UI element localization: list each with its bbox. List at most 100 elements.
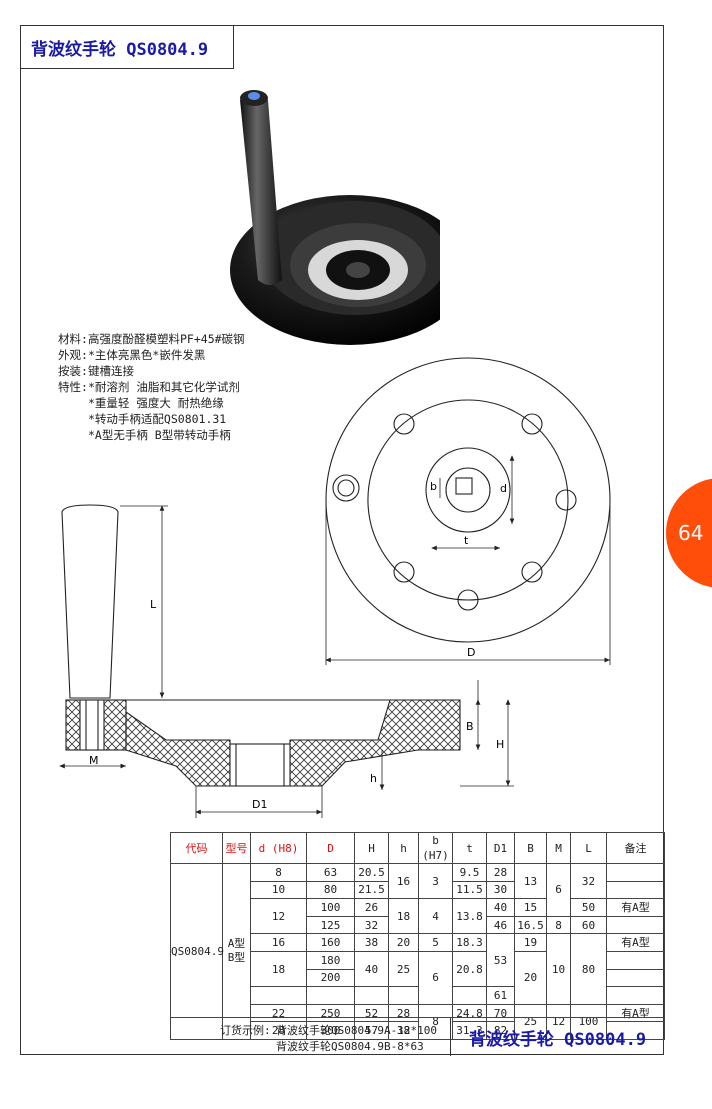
col-M: M — [546, 832, 571, 864]
cell-model: A型 B型 — [222, 863, 251, 1040]
spec-key: 材料: — [58, 332, 88, 346]
cell-d: 12 — [250, 898, 307, 935]
cell-b: 4 — [418, 898, 453, 935]
spec-row: 特性:*耐溶剂 油脂和其它化学试剂 — [58, 379, 245, 395]
cell-L: 50 — [570, 898, 607, 917]
cell-t: 11.5 — [452, 880, 487, 900]
cell-note: 有A型 — [606, 898, 665, 917]
page-number-tab: 64 — [666, 478, 712, 588]
cell-t — [452, 986, 487, 1005]
cell-b: 5 — [418, 933, 453, 952]
col-H: H — [354, 832, 389, 864]
table-header-row: 代码 型号 d (H8) D H h b (H7) t D1 B M L 备注 — [170, 832, 665, 864]
cell-H: 20.5 — [354, 863, 389, 882]
cell-H: 57 — [354, 1021, 389, 1040]
spec-value: *重量轻 强度大 耐热绝缘 — [88, 396, 224, 410]
cell-h — [388, 986, 419, 1005]
cell-D1: 30 — [486, 880, 515, 900]
table-row: 125 32 46 16.5 8 60 — [171, 915, 665, 935]
cell-note — [606, 863, 665, 882]
cell-d: 28 — [250, 1021, 307, 1040]
col-h: h — [388, 832, 419, 864]
cell-D: 180 — [306, 950, 355, 970]
spec-row: *重量轻 强度大 耐热绝缘 — [58, 395, 245, 411]
cell-note — [606, 915, 665, 935]
cell-t: 13.8 — [452, 898, 487, 935]
cell-b: 6 — [418, 950, 453, 1005]
spec-key: 外观: — [58, 348, 88, 362]
col-D1: D1 — [486, 832, 515, 864]
cell-t: 20.8 — [452, 950, 487, 988]
cell-H: 32 — [354, 915, 389, 935]
cell-D1: 82 — [486, 1021, 515, 1040]
cell-B: 16.5 — [514, 915, 547, 935]
cell-D: 63 — [306, 863, 355, 882]
spec-value: 键槽连接 — [88, 364, 134, 378]
cell-D: 100 — [306, 898, 355, 917]
cell-D1: 28 — [486, 863, 515, 882]
spec-value: 高强度酚醛模塑料PF+45#碳钢 — [88, 332, 245, 346]
cell-B: 19 — [514, 933, 547, 952]
cell-D: 160 — [306, 933, 355, 952]
col-model: 型号 — [222, 832, 251, 864]
col-B: B — [514, 832, 547, 864]
cell-H: 40 — [354, 950, 389, 988]
cell-d — [250, 986, 307, 1005]
cell-H: 38 — [354, 933, 389, 952]
spec-row: 按装:键槽连接 — [58, 363, 245, 379]
spec-row: 材料:高强度酚醛模塑料PF+45#碳钢 — [58, 331, 245, 347]
cell-d: 16 — [250, 933, 307, 952]
table-row: 12 100 26 18 4 13.8 40 15 50 有A型 — [171, 898, 665, 935]
cell-B: 13 — [514, 862, 547, 900]
cell-D: 125 — [306, 915, 355, 935]
cell-d: 18 — [250, 950, 307, 988]
cell-M: 8 — [546, 915, 571, 935]
table-row: 28 300 57 38 31.3 82 — [171, 1021, 665, 1040]
col-D: D — [306, 832, 355, 864]
cell-H: 21.5 — [354, 880, 389, 900]
cell-D1: 53 — [486, 933, 515, 988]
spec-key: 按装: — [58, 364, 88, 378]
drawing-frame — [20, 25, 664, 1055]
col-code: 代码 — [170, 832, 223, 864]
col-b: b (H7) — [418, 832, 453, 864]
col-d: d (H8) — [250, 832, 307, 864]
col-L: L — [570, 832, 607, 864]
cell-b: 8 — [418, 1003, 453, 1040]
cell-note — [606, 950, 665, 970]
page-title: 背波纹手轮 QS0804.9 — [20, 25, 234, 69]
cell-M: 10 — [546, 933, 571, 1005]
order-example: 订货示例: 背波纹手轮QS0804.9A-12*100 背波纹手轮QS0804.… — [170, 1017, 664, 1056]
cell-D: 80 — [306, 880, 355, 900]
spec-value: *耐溶剂 油脂和其它化学试剂 — [88, 380, 240, 394]
cell-h: 20 — [388, 933, 419, 952]
cell-L: 80 — [570, 933, 607, 1005]
order-line-2: 背波纹手轮QS0804.9B-8*63 — [276, 1040, 424, 1053]
handwheel-photo — [230, 90, 440, 345]
cell-B: 20 — [514, 950, 547, 1005]
cell-D: 200 — [306, 968, 355, 988]
cell-note — [606, 880, 665, 900]
cell-D — [306, 986, 355, 1005]
spec-row: *转动手柄适配QS0801.31 — [58, 411, 245, 427]
spec-value: *主体亮黑色*嵌件发黑 — [88, 348, 206, 362]
spec-row: 外观:*主体亮黑色*嵌件发黑 — [58, 347, 245, 363]
footer-brand: 背波纹手轮 QS0804.9 — [450, 1018, 664, 1056]
cell-note: 有A型 — [606, 933, 665, 952]
cell-note — [606, 986, 665, 1005]
cell-h: 16 — [388, 862, 419, 900]
table-row: 10 80 21.5 11.5 30 — [171, 880, 665, 900]
cell-note — [606, 1021, 665, 1040]
spec-row: *A型无手柄 B型带转动手柄 — [58, 427, 245, 443]
cell-B: 15 — [514, 898, 547, 917]
cell-t: 9.5 — [452, 863, 487, 882]
spec-key: 特性: — [58, 380, 88, 394]
cell-D1: 46 — [486, 915, 515, 935]
cell-B: 25 — [514, 1003, 547, 1040]
cell-L: 60 — [570, 915, 607, 935]
cell-d: 10 — [250, 880, 307, 900]
cell-h: 38 — [388, 1021, 419, 1040]
cell-code: QS0804.9 — [170, 863, 224, 1040]
cell-note — [606, 968, 665, 988]
cell-t: 18.3 — [452, 933, 487, 952]
